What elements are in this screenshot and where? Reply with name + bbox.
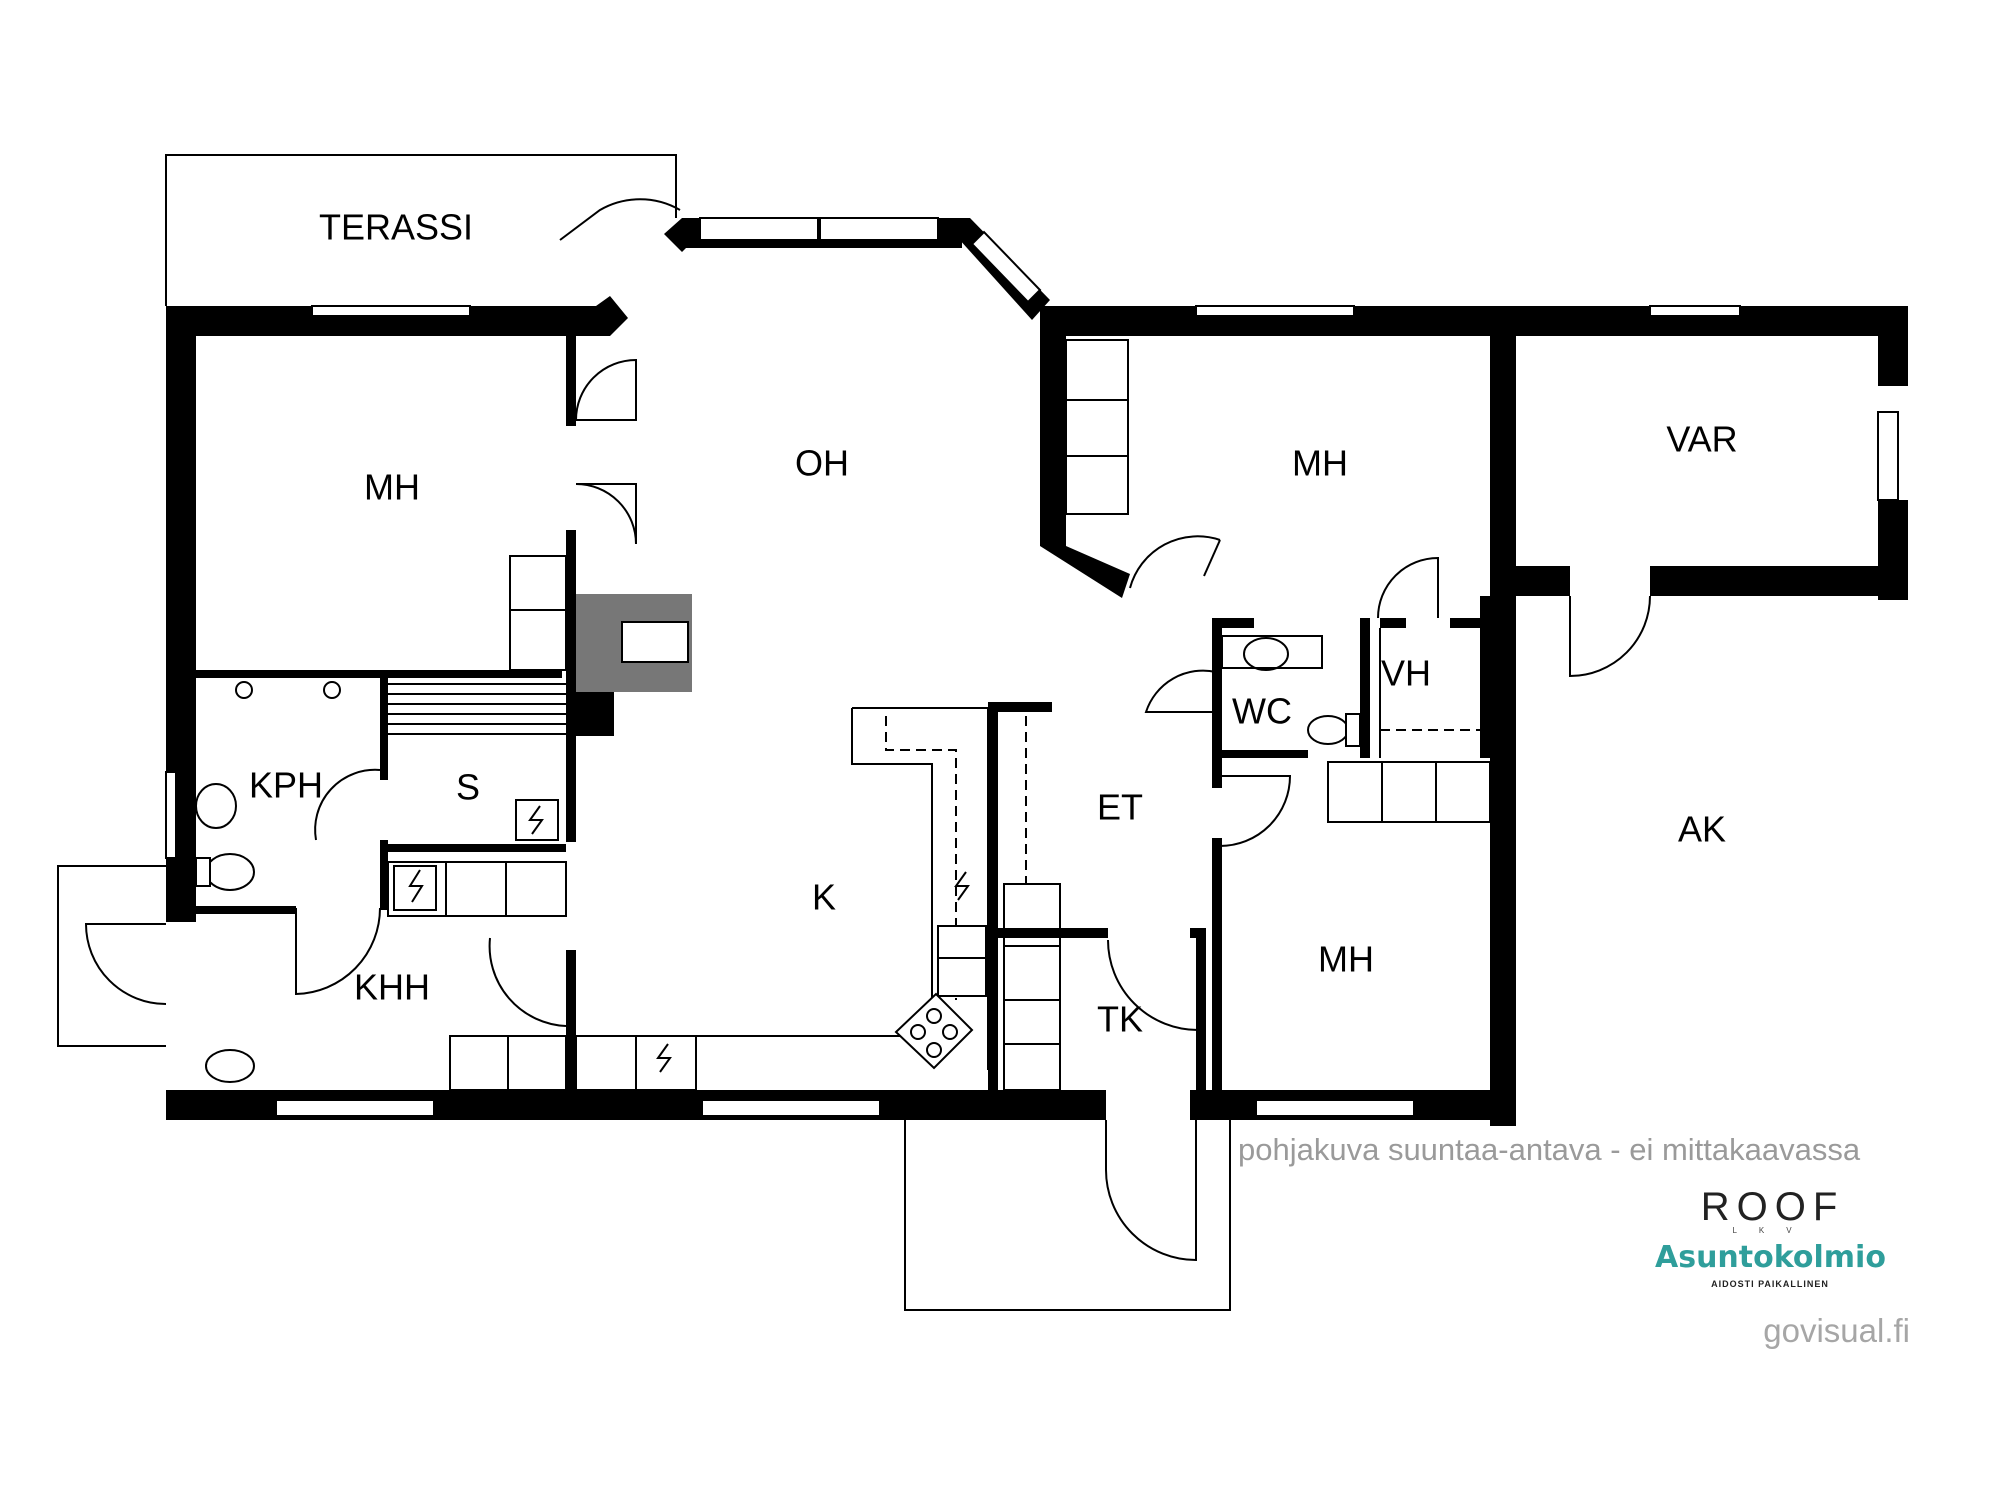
- room-label-et: ET: [1097, 787, 1143, 828]
- windows: [165, 217, 1899, 1117]
- room-label-mh-bottom-right: MH: [1318, 939, 1374, 980]
- cabinets: [387, 339, 1491, 1091]
- room-label-ak: AK: [1678, 809, 1726, 850]
- room-label-k: K: [812, 877, 836, 918]
- room-label-terassi: TERASSI: [319, 207, 473, 248]
- sauna-and-fireplace: [388, 594, 970, 1073]
- room-label-kph: KPH: [249, 765, 323, 806]
- doors: [84, 198, 1651, 1262]
- room-label-tk: TK: [1097, 999, 1143, 1040]
- room-label-mh-top-right: MH: [1292, 443, 1348, 484]
- room-label-wc: WC: [1232, 691, 1292, 732]
- room-label-mh-left: MH: [364, 467, 420, 508]
- room-label-var: VAR: [1666, 419, 1737, 460]
- govisual-credit: govisual.fi: [1763, 1312, 1910, 1349]
- roof-logo-sub: LKV: [1732, 1226, 1814, 1235]
- scale-disclaimer: pohjakuva suuntaa-antava - ei mittakaava…: [1238, 1132, 1861, 1167]
- roof-logo: ROOF: [1700, 1185, 1845, 1229]
- room-label-vh: VH: [1381, 653, 1431, 694]
- asuntokolmio-tagline: AIDOSTI PAIKALLINEN: [1711, 1279, 1829, 1289]
- bathroom-fixtures: [195, 628, 1480, 1083]
- kitchen-counter: [696, 707, 1027, 1070]
- room-label-oh: OH: [795, 443, 849, 484]
- terrace-outline: [165, 154, 677, 306]
- room-labels: TERASSI OH MH MH VAR AK KPH S K KHH ET T…: [249, 207, 1738, 1040]
- room-label-s: S: [456, 767, 480, 808]
- porch-outlines: [57, 865, 1231, 1311]
- room-label-khh: KHH: [354, 967, 430, 1008]
- asuntokolmio-logo: Asuntokolmio: [1655, 1240, 1886, 1275]
- sauna-bench: [388, 683, 566, 735]
